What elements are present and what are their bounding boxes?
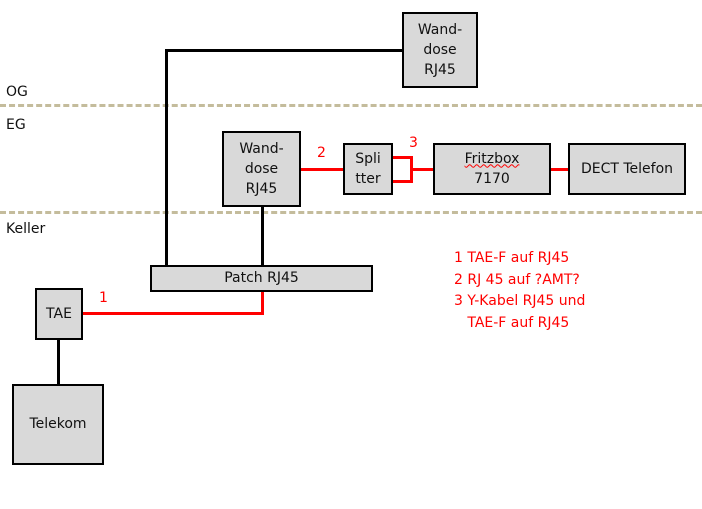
cable-1-horizontal xyxy=(82,312,264,315)
floor-label-eg: EG xyxy=(6,117,26,133)
node-tae[interactable]: TAE xyxy=(35,288,83,340)
cable-number-2: 2 xyxy=(317,145,326,161)
cable-1-vertical xyxy=(261,290,264,315)
cable-number-1: 1 xyxy=(99,290,108,306)
cable-3-bottom xyxy=(391,180,412,183)
node-wanddose-eg[interactable]: Wand- dose RJ45 xyxy=(222,131,301,207)
cable-fritzbox-to-dect xyxy=(550,168,570,171)
legend-item: 1 TAE-F auf RJ45 xyxy=(454,250,570,266)
node-telekom[interactable]: Telekom xyxy=(12,384,104,465)
cable-tae-to-telekom xyxy=(57,338,60,385)
cable-patch-to-og-vertical xyxy=(165,49,168,267)
cable-eg-to-patch xyxy=(261,205,264,267)
cable-legend: 1 TAE-F auf RJ45 2 RJ 45 auf ?AMT? 3 Y-K… xyxy=(454,248,585,334)
node-splitter[interactable]: Spli tter xyxy=(343,143,393,195)
fritzbox-model: 7170 xyxy=(474,171,510,187)
cable-patch-to-og-horizontal xyxy=(165,49,403,52)
floor-divider-og-eg xyxy=(0,104,702,107)
fritzbox-name: Fritzbox xyxy=(464,150,520,167)
node-dect-telefon[interactable]: DECT Telefon xyxy=(568,143,686,195)
cable-3-to-fritzbox xyxy=(410,168,434,171)
legend-item: TAE-F auf RJ45 xyxy=(454,314,570,331)
node-fritzbox[interactable]: Fritzbox 7170 xyxy=(433,143,551,195)
node-wanddose-og[interactable]: Wand- dose RJ45 xyxy=(402,12,478,88)
node-patch-rj45[interactable]: Patch RJ45 xyxy=(150,265,373,292)
legend-item: 2 RJ 45 auf ?AMT? xyxy=(454,271,580,288)
cable-3-top xyxy=(391,156,412,159)
floor-label-og: OG xyxy=(6,84,28,100)
legend-item: 3 Y-Kabel RJ45 und xyxy=(454,293,586,309)
cable-2 xyxy=(300,168,344,171)
floor-divider-eg-keller xyxy=(0,211,702,214)
floor-label-keller: Keller xyxy=(6,221,46,237)
cable-number-3: 3 xyxy=(409,135,418,151)
